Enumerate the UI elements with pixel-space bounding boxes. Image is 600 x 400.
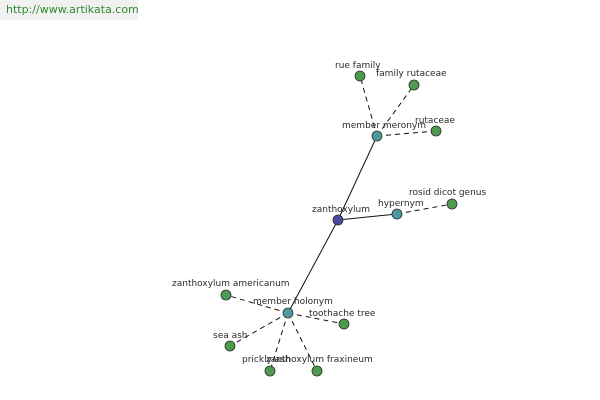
node-member-holonym-relation-node-icon[interactable] (282, 307, 294, 319)
node-label-member-meronym: member meronym (342, 121, 426, 131)
node-toothache-tree-term-node-icon[interactable] (338, 318, 350, 330)
node-zanthoxylum-center-node-icon[interactable] (332, 214, 344, 226)
edge-member-holonym-to-zanthoxylum-fraxineum (287, 312, 318, 372)
node-label-member-holonym: member holonym (253, 297, 333, 307)
edge-member-holonym-to-zanthoxylum-americanum (225, 294, 289, 314)
edge-zanthoxylum-to-hypernym (337, 213, 398, 221)
site-url-link[interactable]: http://www.artikata.com (0, 0, 139, 20)
node-label-prickly-ash: prickly ash (242, 355, 291, 365)
node-prickly-ash-term-node-icon[interactable] (264, 365, 276, 377)
node-label-rutaceae: rutaceae (415, 116, 455, 126)
node-family-rutaceae-term-node-icon[interactable] (408, 79, 420, 91)
node-rue-family-term-node-icon[interactable] (354, 70, 366, 82)
node-label-zanthoxylum-fraxineum: zanthoxylum fraxineum (266, 355, 373, 365)
node-hypernym-relation-node-icon[interactable] (391, 208, 403, 220)
edge-member-meronym-to-family-rutaceae (376, 84, 415, 137)
node-rutaceae-term-node-icon[interactable] (430, 125, 442, 137)
node-label-hypernym: hypernym (378, 199, 424, 209)
node-label-zanthoxylum-americanum: zanthoxylum americanum (172, 279, 290, 289)
node-label-rosid-dicot-genus: rosid dicot genus (409, 188, 486, 198)
edge-member-holonym-to-sea-ash (229, 312, 289, 347)
node-zanthoxylum-americanum-term-node-icon[interactable] (220, 289, 232, 301)
node-rosid-dicot-genus-term-node-icon[interactable] (446, 198, 458, 210)
node-label-toothache-tree: toothache tree (309, 309, 376, 319)
node-sea-ash-term-node-icon[interactable] (224, 340, 236, 352)
edge-member-meronym-to-rutaceae (376, 130, 437, 137)
edge-hypernym-to-rosid-dicot-genus (396, 203, 453, 215)
edge-zanthoxylum-to-member-meronym (337, 135, 378, 221)
edge-zanthoxylum-to-member-holonym (287, 219, 339, 314)
node-label-family-rutaceae: family rutaceae (376, 69, 447, 79)
node-member-meronym-relation-node-icon[interactable] (371, 130, 383, 142)
node-label-rue-family: rue family (335, 61, 381, 71)
edge-member-holonym-to-toothache-tree (287, 312, 345, 325)
node-label-sea-ash: sea ash (213, 331, 248, 341)
edge-member-holonym-to-prickly-ash (269, 312, 289, 372)
node-label-zanthoxylum: zanthoxylum (312, 205, 370, 215)
node-zanthoxylum-fraxineum-term-node-icon[interactable] (311, 365, 323, 377)
edge-member-meronym-to-rue-family (359, 75, 378, 137)
